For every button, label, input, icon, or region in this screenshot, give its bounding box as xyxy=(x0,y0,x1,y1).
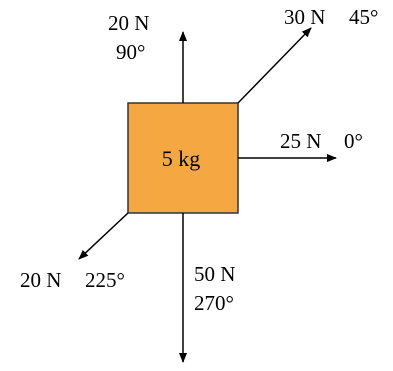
force-angle-90: 90° xyxy=(116,40,145,64)
force-magnitude-90: 20 N xyxy=(108,11,149,35)
force-magnitude-45: 30 N xyxy=(284,5,325,29)
force-angle-225: 225° xyxy=(85,268,125,292)
force-angle-270: 270° xyxy=(194,291,234,315)
force-magnitude-225: 20 N xyxy=(20,268,61,292)
force-magnitude-270: 50 N xyxy=(194,262,235,286)
force-magnitude-0: 25 N xyxy=(280,129,321,153)
force-angle-45: 45° xyxy=(349,5,378,29)
mass-block xyxy=(127,102,239,214)
force-arrow-225 xyxy=(78,212,129,260)
mass-label: 5 kg xyxy=(162,146,201,171)
force-angle-0: 0° xyxy=(344,129,363,153)
force-arrow-45 xyxy=(237,27,312,104)
